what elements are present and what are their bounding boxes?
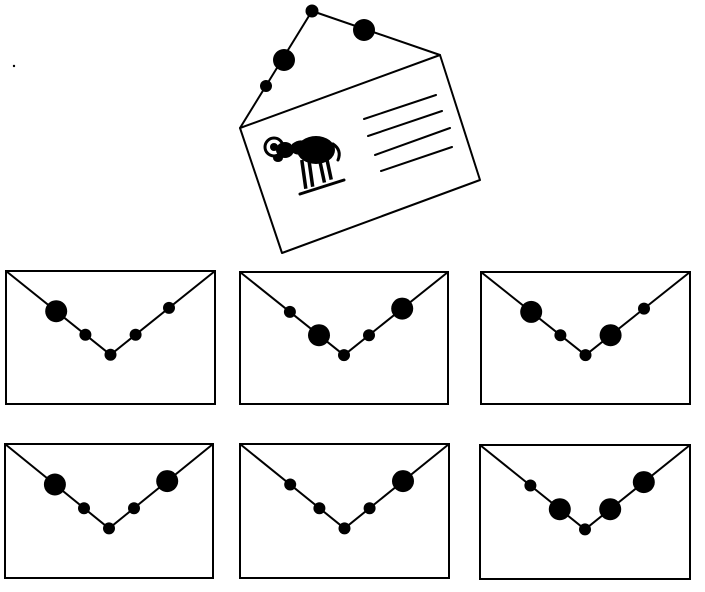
bead-small	[363, 502, 376, 515]
sample-card-body	[239, 54, 481, 254]
envelope-option[interactable]	[5, 270, 216, 405]
bead-large	[599, 324, 622, 347]
bead-small	[338, 349, 350, 362]
bead-small	[363, 329, 375, 342]
bead-small	[313, 502, 326, 515]
bead-small	[338, 522, 351, 535]
bead-large	[392, 470, 414, 493]
bead-small	[163, 301, 175, 314]
envelope-body	[5, 270, 216, 405]
envelope-option[interactable]	[239, 443, 450, 579]
bead-large	[548, 498, 571, 521]
envelope-body	[4, 443, 214, 579]
bead-small	[103, 522, 115, 535]
bead-small	[579, 349, 592, 362]
sample-bead	[305, 4, 319, 18]
bead-small	[554, 329, 567, 342]
sample-bead	[260, 80, 272, 92]
option-envelopes	[4, 270, 691, 580]
bead-large	[391, 297, 414, 320]
bead-large	[308, 324, 330, 347]
bead-small	[79, 328, 92, 341]
bead-large	[156, 470, 179, 493]
bead-small	[128, 502, 140, 515]
bead-large	[43, 473, 66, 496]
bead-small	[638, 302, 650, 315]
envelope-body	[239, 271, 449, 405]
envelope-option[interactable]	[480, 271, 691, 405]
bead-large	[599, 498, 622, 521]
envelope-option[interactable]	[239, 271, 449, 405]
bead-small	[284, 478, 297, 491]
bead-small	[524, 479, 537, 492]
stray-speck	[12, 64, 16, 68]
ram-icon	[263, 136, 346, 196]
sample-card	[239, 4, 481, 254]
bead-small	[129, 328, 142, 341]
bead-small	[78, 502, 90, 515]
envelope-option[interactable]	[4, 443, 214, 579]
bead-large	[520, 300, 543, 323]
bead-small	[104, 348, 117, 361]
sample-card-text-lines	[363, 94, 453, 172]
bead-large	[632, 471, 655, 494]
bead-small	[283, 305, 296, 318]
envelope-body	[480, 271, 691, 405]
sample-string	[239, 10, 441, 129]
bead-small	[579, 523, 591, 536]
sample-bead	[273, 49, 295, 71]
envelope-option[interactable]	[479, 444, 691, 580]
sample-bead	[353, 19, 375, 41]
envelope-body	[239, 443, 450, 579]
bead-large	[45, 300, 68, 323]
envelope-body	[479, 444, 691, 580]
